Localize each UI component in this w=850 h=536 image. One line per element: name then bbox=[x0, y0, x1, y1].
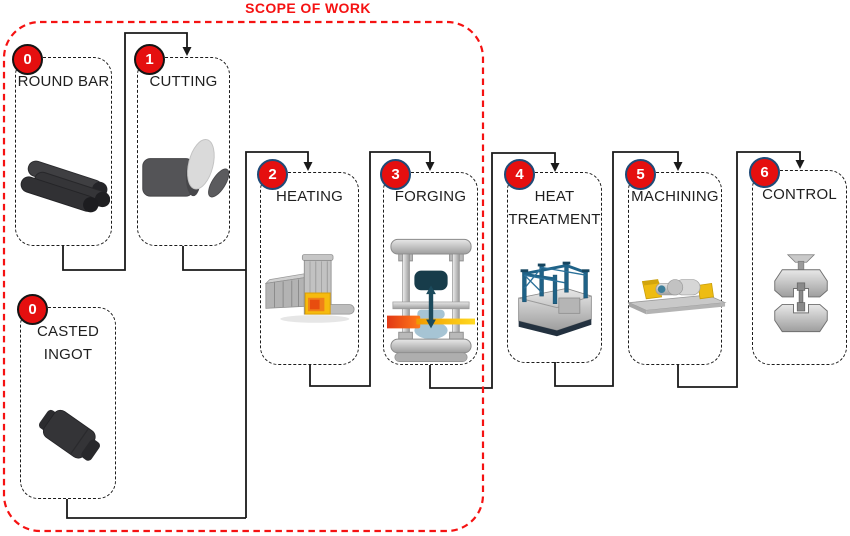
node-label-heat-treatment: HEAT TREATMENT bbox=[508, 188, 601, 229]
casted-ingot-illustration bbox=[38, 409, 100, 461]
step-badge-heat-treatment: 4 bbox=[504, 159, 535, 190]
edge-forging-to-heat-treatment bbox=[429, 152, 556, 389]
edge-casted-ingot-to-merge bbox=[66, 499, 246, 519]
step-badge-heating: 2 bbox=[257, 159, 288, 190]
lathe-illustration bbox=[627, 279, 727, 315]
node-round-bar: 0 ROUND BAR bbox=[12, 44, 112, 246]
edge-merge-to-heating bbox=[245, 151, 309, 518]
round-bars-illustration bbox=[20, 160, 110, 213]
node-machining: 5 MACHINING bbox=[625, 159, 727, 365]
scope-boundary bbox=[2, 20, 485, 533]
node-forging: 3 FORGING bbox=[380, 159, 478, 365]
scope-of-work-title: SCOPE OF WORK bbox=[245, 0, 371, 16]
step-badge-cutting: 1 bbox=[134, 44, 165, 75]
induction-heater-illustration bbox=[264, 254, 355, 323]
node-control: 6 CONTROL bbox=[749, 157, 847, 365]
node-cutting: 1 CUTTING bbox=[134, 44, 230, 246]
step-badge-casted-ingot: 0 bbox=[17, 294, 48, 325]
step-badge-machining: 5 bbox=[625, 159, 656, 190]
node-label-cutting: CUTTING bbox=[149, 73, 218, 90]
cut-billet-illustration bbox=[142, 139, 229, 198]
step-badge-forging: 3 bbox=[380, 159, 411, 190]
step-badge-control: 6 bbox=[749, 157, 780, 188]
quench-furnace-illustration bbox=[518, 261, 592, 337]
node-label-machining: MACHINING bbox=[631, 188, 719, 205]
node-casted-ingot: 0 CASTED INGOT bbox=[17, 294, 116, 499]
tensile-test-grips-illustration bbox=[774, 254, 828, 333]
edge-machining-to-control bbox=[677, 151, 801, 388]
node-label-round-bar: ROUND BAR bbox=[17, 73, 110, 90]
forging-press-illustration bbox=[387, 238, 475, 362]
step-badge-round-bar: 0 bbox=[12, 44, 43, 75]
arrowheads bbox=[182, 47, 805, 172]
edge-heating-to-forging bbox=[309, 151, 431, 387]
edge-round-bar-to-cutting bbox=[62, 32, 188, 271]
node-label-control: CONTROL bbox=[762, 186, 837, 203]
node-label-heating: HEATING bbox=[276, 188, 343, 205]
node-label-casted-ingot: CASTED INGOT bbox=[36, 323, 100, 364]
edge-heat-treatment-to-machining bbox=[554, 151, 679, 387]
edge-cutting-to-merge bbox=[182, 246, 246, 271]
node-heating: 2 HEATING bbox=[257, 159, 359, 365]
node-label-forging: FORGING bbox=[394, 188, 467, 205]
node-heat-treatment: 4 HEAT TREATMENT bbox=[504, 159, 602, 363]
